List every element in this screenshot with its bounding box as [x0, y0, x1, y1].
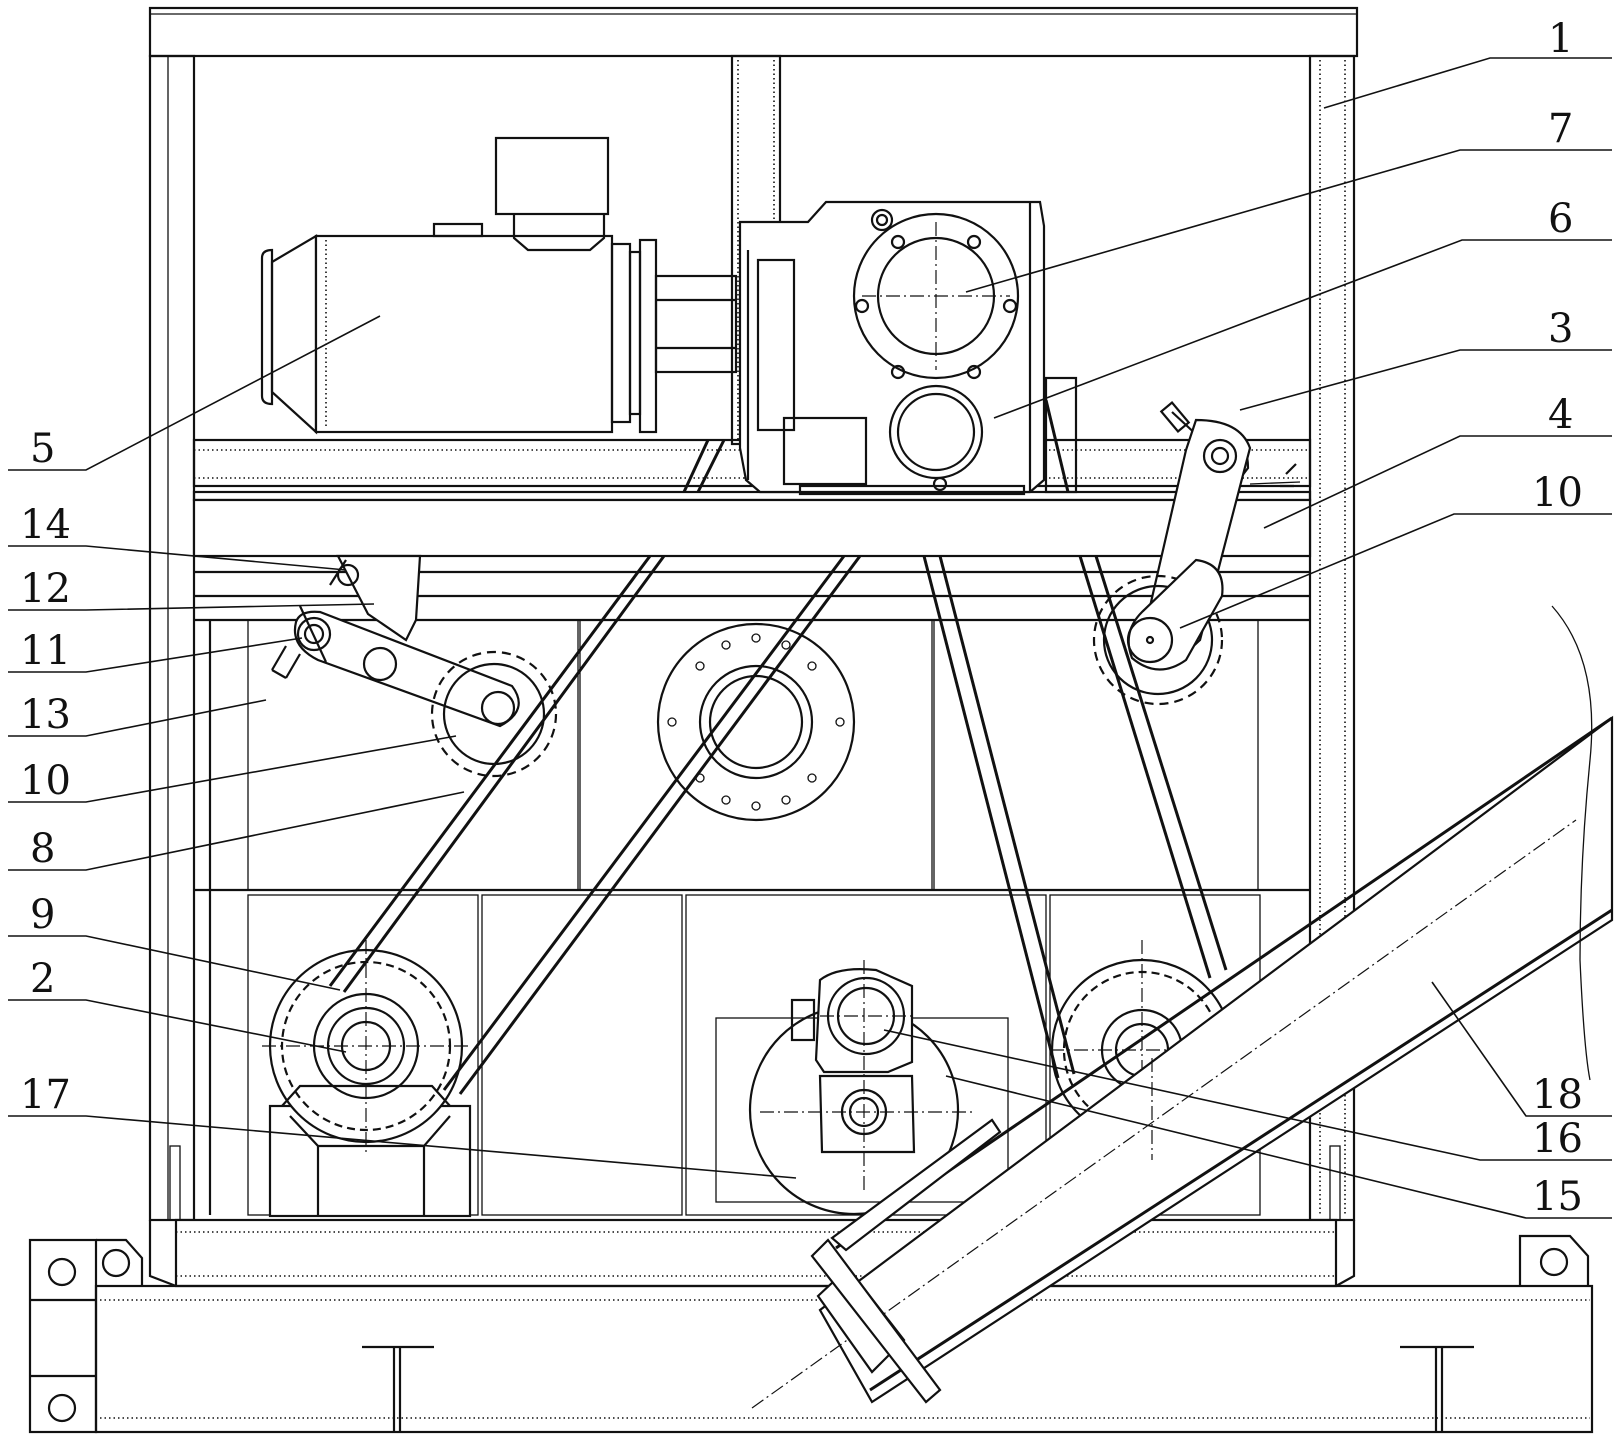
label-18: 18 — [1532, 1072, 1583, 1118]
label-2: 2 — [30, 956, 55, 1002]
left-drum-pulley — [262, 940, 472, 1218]
callout-labels: 1 7 6 3 4 10 5 14 12 11 13 10 8 9 2 17 1… — [20, 16, 1583, 1220]
label-12: 12 — [20, 566, 71, 612]
label-16: 16 — [1532, 1116, 1583, 1162]
leader-lines — [8, 57, 1612, 1219]
label-4: 4 — [1548, 392, 1573, 438]
label-5: 5 — [30, 426, 55, 472]
label-7: 7 — [1548, 106, 1573, 152]
lower-gearmotor — [715, 960, 1009, 1216]
gearbox — [738, 200, 1046, 496]
label-3: 3 — [1548, 306, 1573, 352]
label-15: 15 — [1532, 1174, 1583, 1220]
inclined-conveyor — [751, 715, 1614, 1409]
label-9: 9 — [30, 892, 55, 938]
electric-motor — [260, 136, 738, 435]
label-17: 17 — [20, 1072, 71, 1118]
drive-chains — [328, 399, 1228, 1095]
break-line — [1551, 605, 1593, 1081]
label-10-lower: 10 — [20, 758, 71, 804]
left-tensioner-arm — [271, 554, 520, 728]
base-skid — [28, 1145, 1594, 1434]
label-10-upper: 10 — [1532, 470, 1583, 516]
label-6: 6 — [1548, 196, 1573, 242]
label-13: 13 — [20, 692, 71, 738]
label-14: 14 — [20, 502, 71, 548]
label-8: 8 — [30, 826, 55, 872]
right-sprocket-upper — [1092, 558, 1224, 706]
label-11: 11 — [20, 628, 71, 674]
center-bearing-flange — [656, 622, 856, 822]
label-1: 1 — [1548, 16, 1573, 62]
frame-top-beam — [148, 6, 1359, 58]
